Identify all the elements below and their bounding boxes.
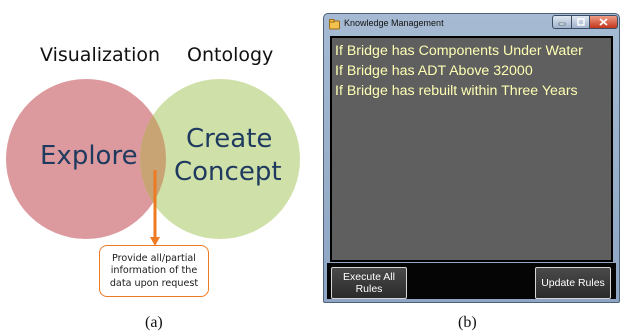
venn-diagram-panel: Visualization Ontology Explore Create Co… — [0, 0, 310, 336]
execute-all-rules-button[interactable]: Execute All Rules — [331, 267, 407, 299]
ontology-circle — [140, 79, 300, 239]
ontology-label: Ontology — [187, 44, 274, 66]
execute-button-label: Rules — [355, 283, 383, 295]
visualization-label: Visualization — [40, 44, 161, 66]
create-label: Create — [186, 124, 273, 154]
update-button-label: Update Rules — [541, 277, 605, 289]
rule-item[interactable]: If Bridge has rebuilt within Three Years — [335, 83, 578, 99]
close-button[interactable] — [589, 15, 618, 29]
app-icon — [329, 19, 340, 30]
close-icon — [599, 18, 608, 26]
venn-diagram — [6, 79, 300, 246]
title-bar[interactable]: Knowledge Management — [324, 14, 619, 36]
explore-label: Explore — [40, 141, 138, 171]
callout-line: information of the — [110, 265, 198, 277]
visualization-circle — [6, 79, 166, 239]
down-arrow — [150, 170, 160, 246]
minimize-button[interactable] — [552, 15, 572, 29]
execute-button-label: Execute All — [343, 271, 395, 283]
callout-box: Provide all/partial information of the d… — [99, 245, 209, 297]
maximize-icon — [576, 18, 585, 26]
button-bar: Execute All Rules Update Rules — [327, 263, 616, 299]
caption-a: (a) — [145, 314, 163, 331]
maximize-button[interactable] — [571, 15, 590, 29]
rule-item[interactable]: If Bridge has ADT Above 32000 — [335, 63, 533, 79]
concept-label: Concept — [174, 157, 282, 187]
callout-line: data upon request — [109, 277, 199, 289]
knowledge-management-window: Knowledge Management If Bridge has Compo… — [323, 13, 620, 303]
rules-list[interactable]: If Bridge has Components Under Water If … — [330, 36, 613, 262]
minimize-icon — [558, 22, 566, 26]
caption-b: (b) — [458, 314, 477, 331]
callout-line: Provide all/partial — [112, 252, 196, 264]
update-rules-button[interactable]: Update Rules — [535, 267, 611, 299]
window-title: Knowledge Management — [344, 18, 444, 28]
rule-item[interactable]: If Bridge has Components Under Water — [335, 43, 583, 59]
